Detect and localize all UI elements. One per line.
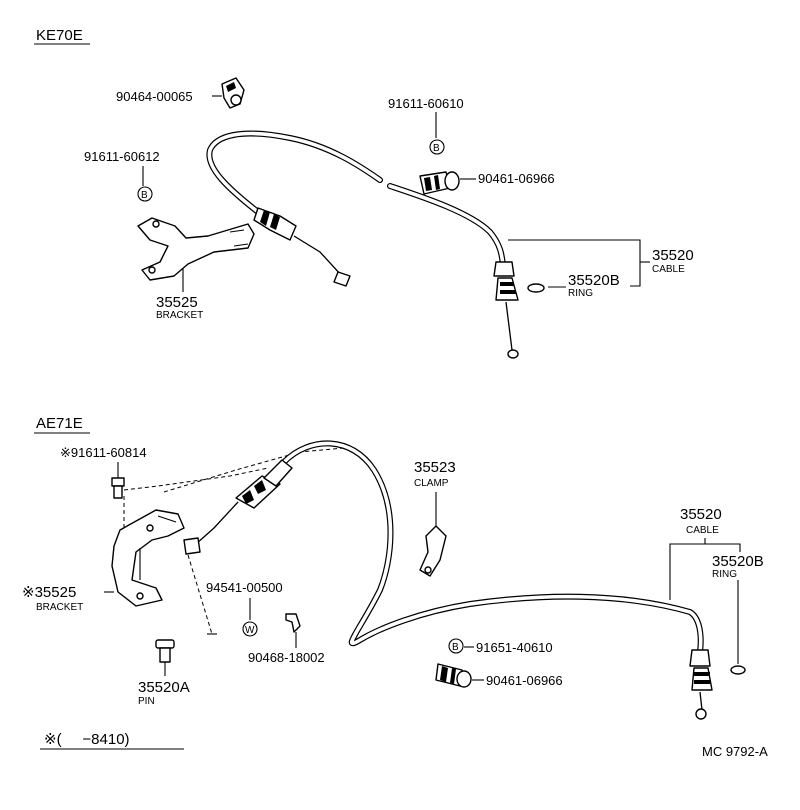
label-pin: PIN	[138, 696, 155, 707]
svg-text:B: B	[452, 642, 459, 653]
label-cable-top: CABLE	[652, 264, 685, 275]
label-clamp: CLAMP	[414, 478, 449, 489]
label-ring-top: RING	[568, 288, 593, 299]
b-symbol-bottom: B	[448, 638, 464, 654]
b-symbol-top-right: B	[429, 139, 445, 155]
label-35520b-bottom: 35520B	[712, 553, 764, 570]
label-90464-00065: 90464-00065	[116, 89, 193, 104]
bolt-91611-60814-part	[111, 477, 125, 499]
pin-35520a-part	[155, 639, 175, 663]
label-91651-40610: 91651-40610	[476, 640, 553, 655]
cable-35520-bottom	[183, 440, 713, 720]
section-title-ae71e: AE71E	[36, 415, 83, 432]
label-ring-bottom: RING	[712, 569, 737, 580]
alignment-dashes-upper-2	[163, 447, 345, 493]
label-91611-60814: ※91611-60814	[60, 445, 147, 460]
label-cable-bottom: CABLE	[686, 525, 719, 536]
ring-35520b-top-part	[527, 283, 545, 293]
label-bracket-bottom: BRACKET	[36, 602, 83, 613]
footnote-production-range: ※( −8410)	[44, 731, 130, 748]
label-90461-06966-bottom: 90461-06966	[486, 673, 563, 688]
label-35520-top: 35520	[652, 247, 694, 264]
label-35525-top: 35525	[156, 294, 198, 311]
clip-90468-part	[285, 613, 301, 633]
cable-35520-top	[206, 130, 519, 359]
drawing-id: MC 9792-A	[702, 744, 768, 759]
label-91611-60610: 91611-60610	[388, 96, 464, 111]
bracket-35525-top-part	[137, 217, 255, 281]
label-35523: 35523	[414, 459, 456, 476]
label-90461-06966-top: 90461-06966	[478, 171, 555, 186]
label-35520a: 35520A	[138, 679, 190, 696]
label-90468-18002: 90468-18002	[248, 650, 325, 665]
svg-text:B: B	[433, 143, 440, 154]
grommet-90461-bottom-part	[435, 663, 472, 688]
grommet-90461-top-part	[419, 171, 460, 195]
label-35520b-top: 35520B	[568, 272, 620, 289]
b-symbol-top-left: B	[137, 186, 153, 202]
label-bracket-top: BRACKET	[156, 310, 203, 321]
w-symbol-washer: W	[242, 621, 258, 637]
alignment-dashes-upper	[123, 467, 269, 491]
bracket-line-35520-bottom	[669, 543, 741, 552]
label-91611-60612: 91611-60612	[84, 149, 160, 164]
bracket-35525-bottom-part	[111, 509, 185, 607]
label-35520-bottom: 35520	[680, 506, 722, 523]
clamp-35523-part	[419, 525, 447, 577]
label-35525-bottom: ※35525	[22, 584, 76, 601]
bracket-line-35520-top	[508, 239, 641, 287]
svg-text:B: B	[141, 190, 148, 201]
ring-35520b-bottom-part	[730, 665, 746, 675]
section-title-ke70e: KE70E	[36, 27, 83, 44]
svg-text:W: W	[245, 625, 255, 636]
label-94541-00500: 94541-00500	[206, 580, 283, 595]
clip-90464-part	[221, 77, 245, 109]
